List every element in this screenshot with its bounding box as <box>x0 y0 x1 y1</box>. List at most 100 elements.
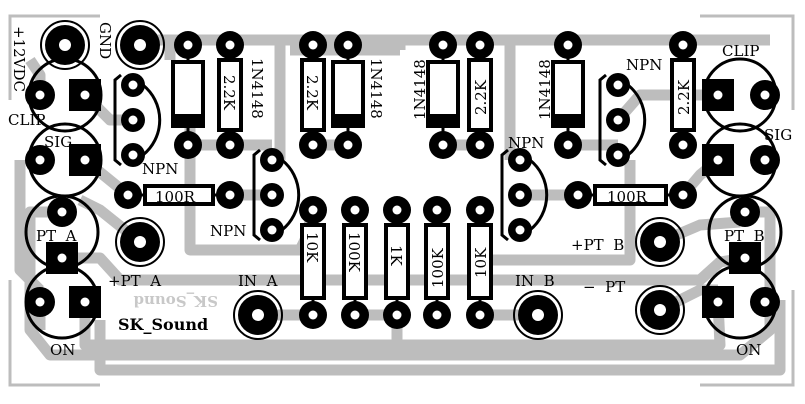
led-pt-a-label: PT A <box>36 227 77 245</box>
pad-hole <box>678 40 688 50</box>
pad-hole <box>563 40 573 50</box>
resistor-10k-label-1: 10K <box>303 232 321 263</box>
pad-hole <box>432 310 442 320</box>
pad-hole <box>57 207 67 217</box>
pad-hole <box>475 40 485 50</box>
resistor-2k2-label-3: 2.2K <box>472 79 490 115</box>
resistor-body <box>670 58 696 132</box>
pad-hole <box>267 225 277 235</box>
pad-hole <box>713 155 723 165</box>
led-clip-left-label: CLIP <box>8 111 45 129</box>
in-b-pad-ring <box>513 290 563 340</box>
pad-hole <box>713 90 723 100</box>
led-on-right-label: ON <box>736 341 761 359</box>
pad-hole <box>134 39 146 51</box>
pad-hole <box>308 40 318 50</box>
pad-hole <box>128 80 138 90</box>
resistor-body <box>143 184 215 206</box>
pad-hole <box>267 155 277 165</box>
pad-hole <box>515 225 525 235</box>
pad-hole <box>532 309 544 321</box>
pad-hole <box>613 80 623 90</box>
pad-hole <box>350 205 360 215</box>
pad-hole <box>80 90 90 100</box>
pt-a-connector-label: +PT A <box>108 272 161 290</box>
pad-hole <box>308 310 318 320</box>
pad-hole <box>80 297 90 307</box>
diode-label-4: 1N4148 <box>536 59 554 120</box>
pad-hole <box>267 190 277 200</box>
resistor-body <box>300 58 326 132</box>
npn-label-2: NPN <box>210 222 246 240</box>
pad-hole <box>134 236 146 248</box>
pad-hole <box>308 140 318 150</box>
pad-hole <box>308 205 318 215</box>
pad-hole <box>432 205 442 215</box>
resistor-2k2-label-4: 2.2K <box>675 79 693 115</box>
pt-b-pad-ring <box>635 217 685 267</box>
diode-label-3: 1N4148 <box>411 59 429 120</box>
pad-hole <box>760 155 770 165</box>
diode-label-2: 1N4148 <box>367 58 385 119</box>
pad-hole <box>438 140 448 150</box>
pad-hole <box>123 190 133 200</box>
resistor-body <box>467 223 493 300</box>
pad-hole <box>713 297 723 307</box>
led-sig-left-label: SIG <box>44 133 72 151</box>
pad-hole <box>183 40 193 50</box>
pad-hole <box>654 236 666 248</box>
pad-hole <box>515 155 525 165</box>
pad-hole <box>613 115 623 125</box>
npn-label-1: NPN <box>142 160 178 178</box>
pad-hole <box>475 310 485 320</box>
pad-hole <box>128 150 138 160</box>
pad-hole <box>343 40 353 50</box>
power-gnd-label: GND <box>96 22 114 59</box>
pad-hole <box>475 140 485 150</box>
resistor-100k-label-2: 100K <box>429 247 447 288</box>
resistor-body <box>342 223 368 300</box>
pad-hole <box>475 205 485 215</box>
pad-hole <box>563 140 573 150</box>
diode-band <box>553 114 583 124</box>
pad-hole <box>80 155 90 165</box>
pad-hole <box>392 205 402 215</box>
brand-logo: SK_Sound <box>118 315 208 334</box>
resistor-100k-label-1: 100K <box>345 232 363 273</box>
led-on-left-label: ON <box>50 341 75 359</box>
resistor-body <box>467 58 493 132</box>
resistor-body <box>384 223 410 300</box>
power-plus-label: +12VDC <box>10 26 28 92</box>
resistor-body <box>593 184 668 206</box>
diode-band <box>173 114 203 124</box>
resistor-100r-label-2: 100R <box>607 188 648 206</box>
pad-hole <box>343 140 353 150</box>
power-plus-pad-ring <box>40 20 90 70</box>
pad-hole <box>760 90 770 100</box>
pt-b-connector-label: +PT B <box>571 236 624 254</box>
pad-hole <box>613 150 623 160</box>
pt-a-pad-ring <box>115 217 165 267</box>
pad-hole <box>760 297 770 307</box>
board-frame <box>8 14 795 387</box>
pad-hole <box>392 310 402 320</box>
diode-band <box>428 114 458 124</box>
pad-hole <box>225 140 235 150</box>
transistor-outline <box>252 148 301 242</box>
pad-hole <box>35 297 45 307</box>
in-a-label: IN A <box>238 272 278 290</box>
resistor-2k2-label-1: 2.2K <box>220 75 238 111</box>
pad-hole <box>128 115 138 125</box>
pad-hole <box>678 140 688 150</box>
pad-hole <box>35 90 45 100</box>
resistor-body <box>300 223 326 300</box>
pad-hole <box>57 253 67 263</box>
brand-mirrored-logo: SK_Sound <box>133 292 218 310</box>
pad-hole <box>654 304 666 316</box>
silkscreen-labels: +12VDC GND CLIP SIG PT A ON CLIP SIG PT … <box>8 22 792 359</box>
resistor-100r-label-1: 100R <box>155 188 196 206</box>
diode-band <box>333 114 363 124</box>
diode-label-1: 1N4148 <box>248 58 266 119</box>
resistor-1k-label: 1K <box>387 245 405 267</box>
